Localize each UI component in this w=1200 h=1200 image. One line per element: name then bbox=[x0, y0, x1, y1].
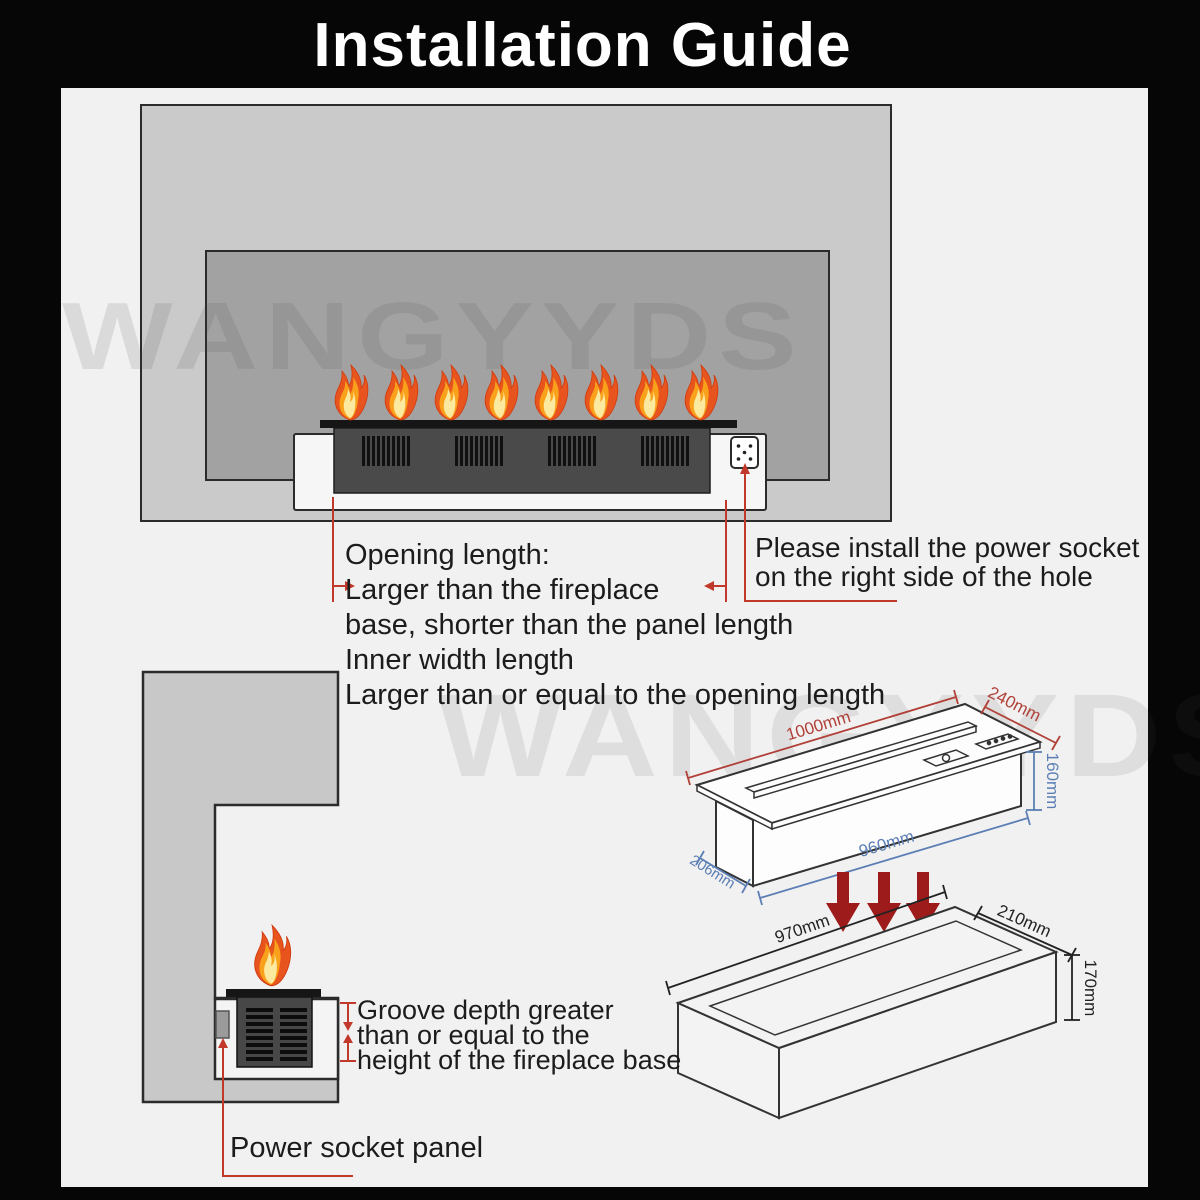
socket-note-line: on the right side of the hole bbox=[755, 561, 1093, 592]
groove-opening-outline bbox=[707, 920, 1024, 1036]
fireplace-base-side bbox=[226, 989, 321, 1068]
control-panel bbox=[974, 733, 1020, 750]
fuel-opening bbox=[922, 749, 970, 767]
insert-3d-drawing bbox=[694, 702, 1043, 888]
opening-note-line: Inner width length bbox=[345, 644, 574, 676]
power-socket-leader bbox=[222, 1047, 353, 1177]
power-socket bbox=[730, 436, 759, 469]
groove-note-line: than or equal to the bbox=[357, 1020, 590, 1050]
groove-note-line: height of the fireplace base bbox=[357, 1045, 682, 1075]
opening-note-line: Larger than the fireplace bbox=[345, 574, 660, 606]
opening-length-note: Opening length: Larger than the fireplac… bbox=[345, 538, 885, 713]
power-socket-note: Please install the power socket on the r… bbox=[755, 533, 1139, 591]
groove-3d-drawing bbox=[675, 905, 1059, 1120]
leader-arrowheads bbox=[345, 463, 750, 591]
watermark-text: WANGYYDS bbox=[62, 283, 804, 390]
burner-top-plate bbox=[320, 420, 737, 428]
dim-groove-height: 170mm bbox=[1081, 960, 1100, 1017]
flames-row bbox=[334, 364, 719, 421]
groove-depth-dims bbox=[340, 1002, 356, 1062]
opening-length-markers bbox=[332, 471, 897, 602]
page-title: Installation Guide bbox=[313, 11, 852, 80]
opening-note-heading: Opening length: bbox=[345, 539, 550, 571]
opening-note-line: base, shorter than the panel length bbox=[345, 609, 794, 641]
burner-slot-rail bbox=[743, 721, 979, 800]
opening-note-line: Larger than or equal to the opening leng… bbox=[345, 679, 886, 711]
power-socket-panel-label: Power socket panel bbox=[230, 1132, 484, 1164]
fireplace-insert-front bbox=[320, 420, 737, 494]
groove-dim-arrowheads bbox=[218, 1022, 353, 1048]
groove-depth-note: Groove depth greater than or equal to th… bbox=[357, 995, 682, 1075]
groove-note-line: Groove depth greater bbox=[357, 995, 614, 1025]
dim-insert-height: 160mm bbox=[1043, 753, 1062, 810]
power-socket-side bbox=[215, 1010, 230, 1039]
flame bbox=[254, 924, 292, 987]
socket-note-line: Please install the power socket bbox=[755, 532, 1140, 563]
insert-blue-dims bbox=[695, 751, 1042, 906]
insert-red-dims bbox=[685, 689, 1061, 786]
groove-dims-lines bbox=[665, 884, 1080, 1021]
